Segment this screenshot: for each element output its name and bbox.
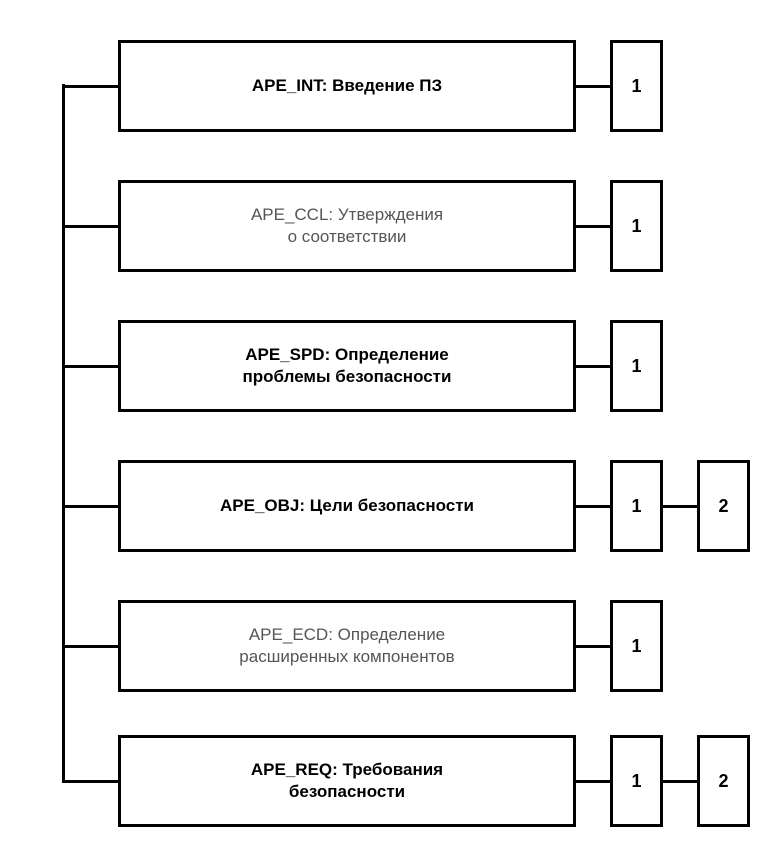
level-number: 2 xyxy=(718,770,729,791)
level-box: 1 xyxy=(610,180,663,272)
trunk-line xyxy=(62,84,65,781)
level-connector xyxy=(663,505,697,508)
family-box: APE_ECD: Определение расширенных компоне… xyxy=(118,600,576,692)
level-box: 1 xyxy=(610,320,663,412)
family-label: APE_SPD: Определение проблемы безопаснос… xyxy=(242,345,452,386)
level-connector xyxy=(576,85,610,88)
family-box: APE_INT: Введение ПЗ xyxy=(118,40,576,132)
branch-line xyxy=(62,225,118,228)
branch-line xyxy=(62,645,118,648)
level-box: 1 xyxy=(610,600,663,692)
level-number: 1 xyxy=(631,75,642,96)
level-box: 2 xyxy=(697,735,750,827)
level-box: 1 xyxy=(610,40,663,132)
level-connector xyxy=(576,505,610,508)
level-number: 1 xyxy=(631,635,642,656)
family-box: APE_OBJ: Цели безопасности xyxy=(118,460,576,552)
level-connector xyxy=(576,365,610,368)
level-number: 2 xyxy=(718,495,729,516)
family-label: APE_REQ: Требования безопасности xyxy=(250,760,444,801)
level-number: 1 xyxy=(631,495,642,516)
level-connector xyxy=(576,225,610,228)
branch-line xyxy=(62,505,118,508)
level-number: 1 xyxy=(631,215,642,236)
family-label: APE_ECD: Определение расширенных компоне… xyxy=(239,625,455,666)
family-label: APE_CCL: Утверждения о соответствии xyxy=(250,205,444,246)
branch-line xyxy=(62,365,118,368)
family-label: APE_INT: Введение ПЗ xyxy=(251,76,443,95)
family-box: APE_SPD: Определение проблемы безопаснос… xyxy=(118,320,576,412)
level-connector xyxy=(576,780,610,783)
level-box: 1 xyxy=(610,460,663,552)
branch-line xyxy=(62,85,118,88)
family-label: APE_OBJ: Цели безопасности xyxy=(219,496,474,515)
level-box: 2 xyxy=(697,460,750,552)
level-number: 1 xyxy=(631,770,642,791)
level-connector xyxy=(663,780,697,783)
level-connector xyxy=(576,645,610,648)
level-box: 1 xyxy=(610,735,663,827)
branch-line xyxy=(62,780,118,783)
family-box: APE_REQ: Требования безопасности xyxy=(118,735,576,827)
family-box: APE_CCL: Утверждения о соответствии xyxy=(118,180,576,272)
level-number: 1 xyxy=(631,355,642,376)
